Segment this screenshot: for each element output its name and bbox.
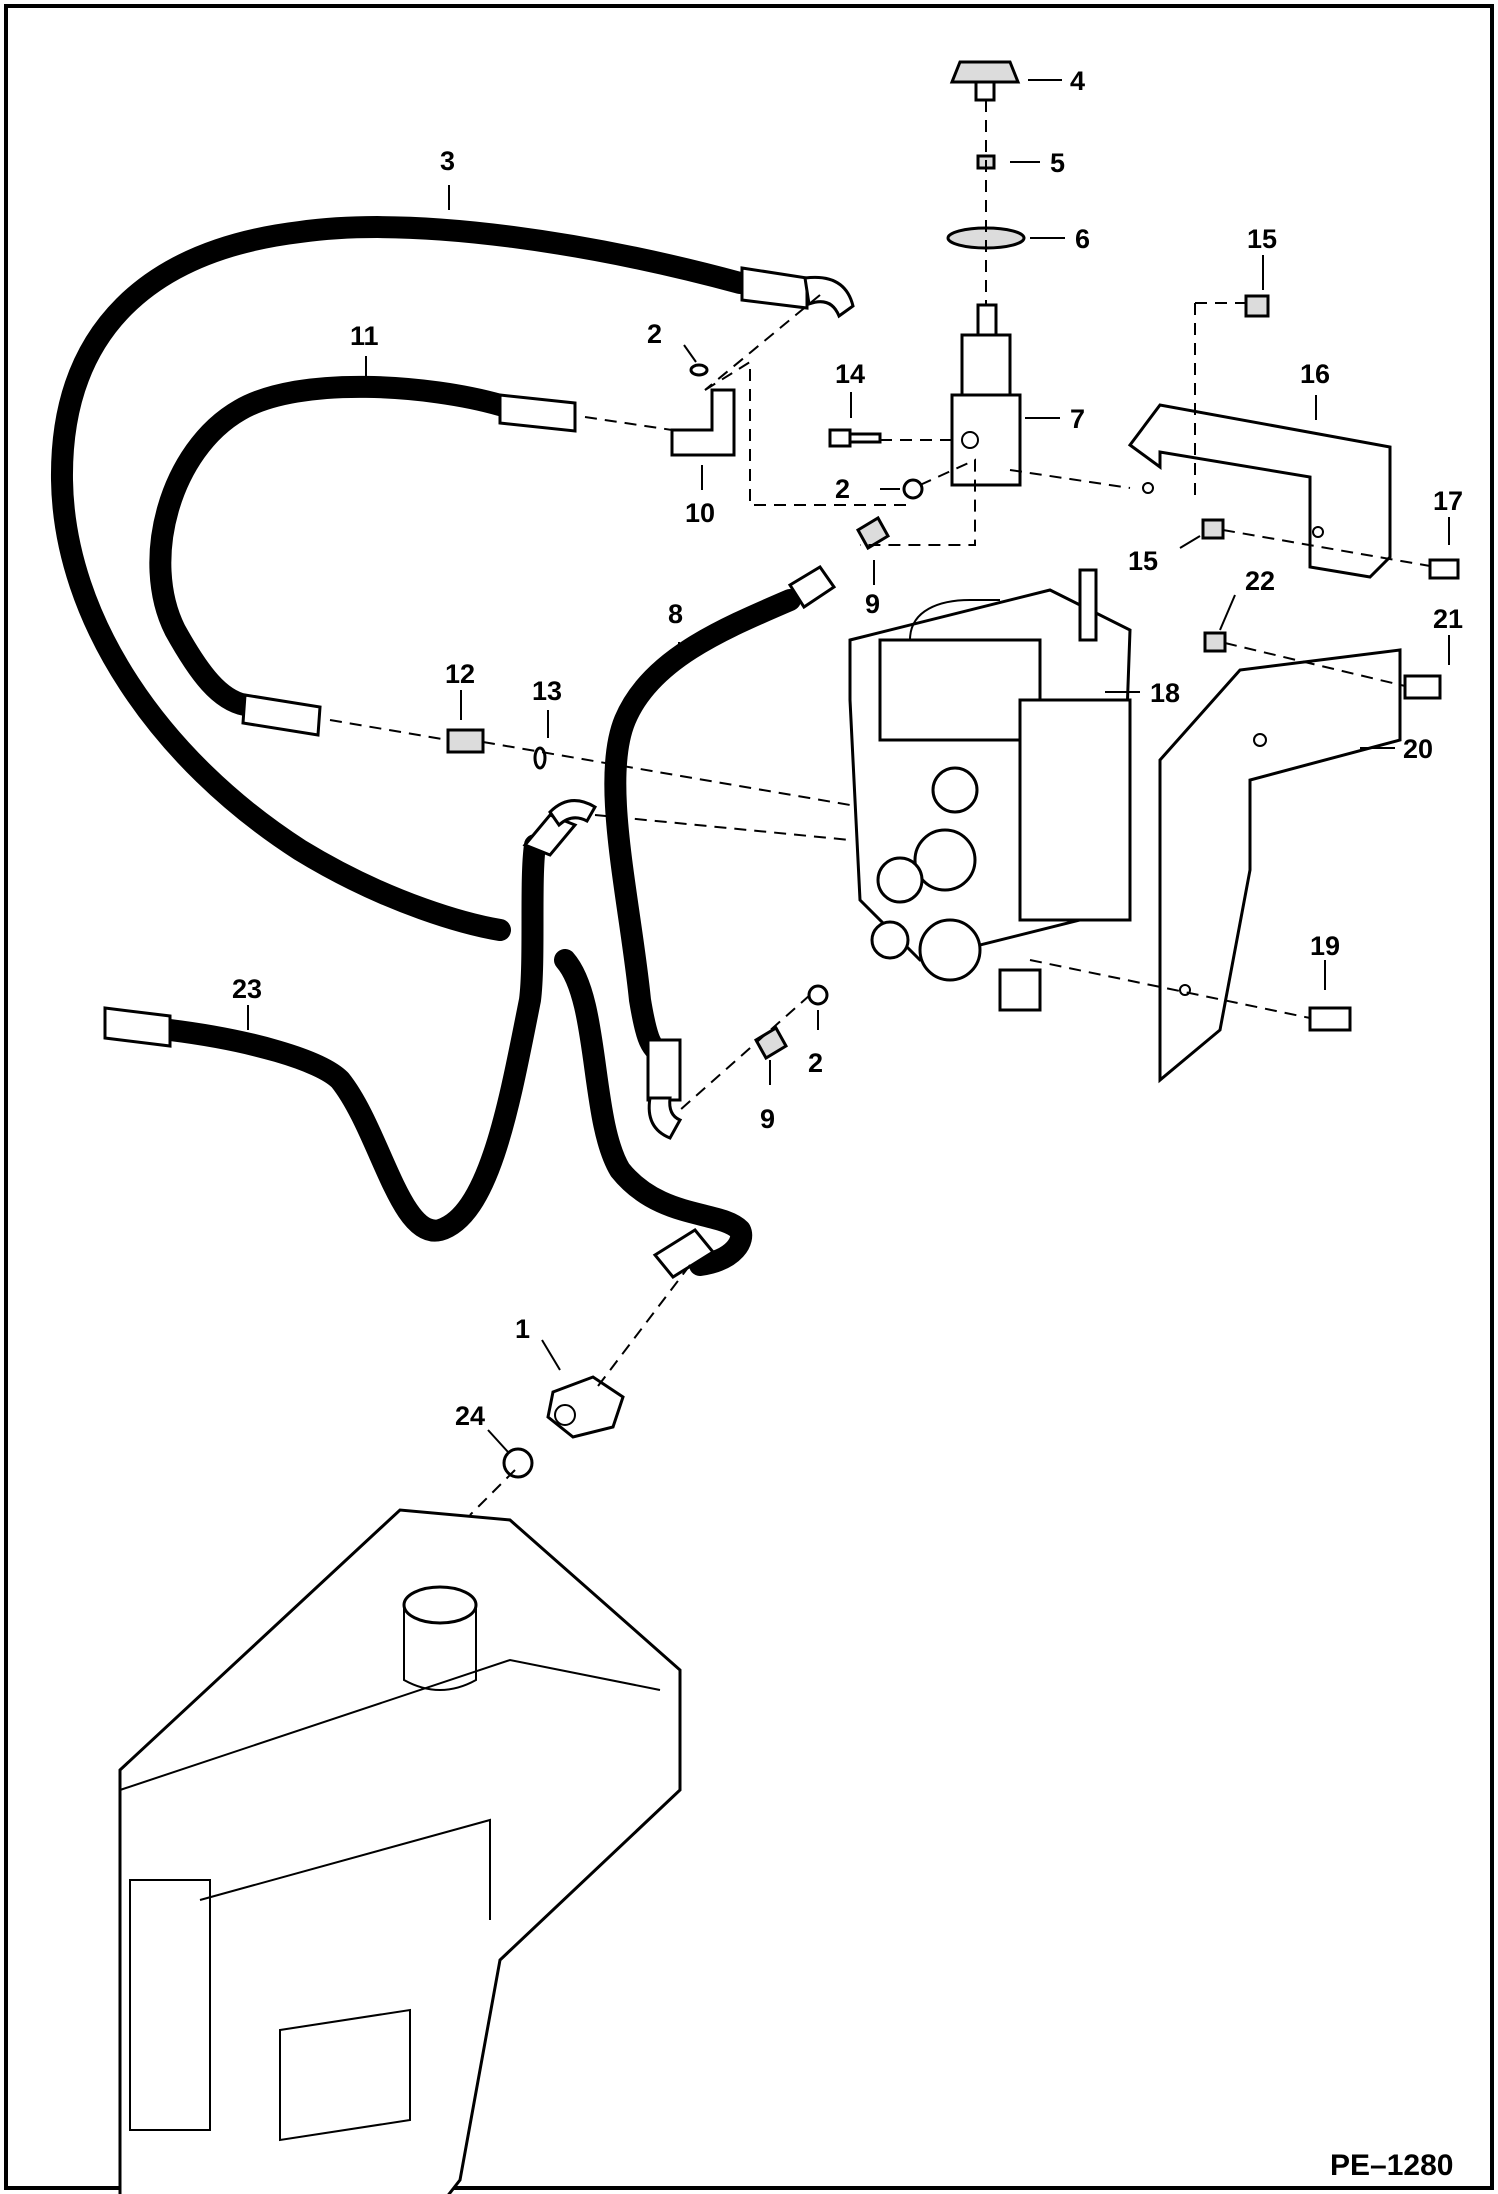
callout-18: 18 [1150,678,1180,708]
callout-2b: 2 [835,474,850,504]
hose-23-elbow [548,799,598,828]
part-18-spool-5 [931,766,979,814]
page-border [4,4,1494,2190]
callout-19: 19 [1310,931,1340,961]
part-18-top-block [878,638,1042,742]
part-22-nut [1203,631,1227,653]
callout-10: 10 [685,498,715,528]
part-18-spool-4 [870,920,910,960]
part-18-side-panel [1018,698,1132,922]
hose-11-fitting-top [498,393,577,433]
tank-top-edge [119,1658,661,1791]
part-4-cap [949,60,1021,84]
tank-step [199,1818,491,1920]
part-10-elbow [670,388,736,457]
part-2-oring-c [807,984,829,1006]
hose-8-elbow [647,1096,683,1140]
callout-1: 1 [515,1314,530,1344]
part-12-adapter [446,728,485,754]
hose-8-fitting-top [787,564,837,610]
part-7-stem [976,303,998,337]
callout-20: 20 [1403,734,1433,764]
part-16-bracket [1127,403,1392,579]
part-16-hole-1 [1142,482,1154,494]
part-2-oring-a [689,363,709,377]
callout-2a: 2 [647,319,662,349]
part-1-port [554,1404,576,1426]
hydraulic-tank [118,1508,682,2194]
hose-3 [50,216,751,941]
callout-leaders [247,79,1450,1453]
callout-7: 7 [1070,404,1085,434]
assembly-lines [329,100,1431,1516]
part-20-bracket [1158,648,1402,1084]
part-18-spool-2 [876,856,924,904]
part-19-bolt [1308,1006,1352,1032]
tank-panel [129,1879,211,2131]
hose-23-fitting-top [522,813,578,857]
part-7-port [961,431,979,449]
callout-21: 21 [1433,604,1463,634]
part-18-lever [1078,568,1098,642]
callout-11: 11 [350,321,379,351]
part-2-oring-b [902,478,924,500]
callout-14: 14 [835,359,865,389]
callout-4: 4 [1070,66,1085,96]
hose-11 [149,375,511,716]
hose-11-fitting-bottom [241,693,322,737]
hose-3-lower [554,949,753,1276]
callout-15a: 15 [1247,224,1277,254]
hose-8 [604,589,801,1071]
tank-filler-body [403,1605,477,1691]
callout-3: 3 [440,146,455,176]
part-18-top-tube [909,599,1000,641]
part-7-body-top [960,333,1012,397]
part-13-oring [533,746,547,770]
part-16-hole-2 [1312,526,1324,538]
part-18-bottom-fitting [998,968,1042,1012]
hose-23 [159,834,546,1242]
part-1-fitting [546,1375,625,1439]
callout-17: 17 [1433,486,1463,516]
hose-3-fitting [740,266,809,310]
callout-12: 12 [445,659,475,689]
part-9-adapter-b [753,1025,789,1061]
tank-window [279,2008,411,2142]
part-24-oring [502,1447,534,1479]
part-14-bolt [828,428,882,448]
part-20-hole-2 [1179,984,1191,996]
callout-13: 13 [532,676,562,706]
callout-9a: 9 [865,589,880,619]
callout-8: 8 [668,599,683,629]
part-18-spool-1 [913,828,977,892]
callout-6: 6 [1075,224,1090,254]
callout-9b: 9 [760,1104,775,1134]
callout-15b: 15 [1128,546,1158,576]
part-18-spool-3 [918,918,982,982]
part-21-bolt [1403,674,1442,700]
part-15-nut-b [1201,518,1225,540]
part-7-body [950,393,1022,487]
figure-reference: PE–1280 [1330,2149,1453,2182]
hose-3-lower-fitting [652,1228,716,1279]
hose-8-fitting-bottom [646,1038,682,1102]
callout-24: 24 [455,1401,485,1431]
part-17-bolt [1428,558,1460,580]
callout-2c: 2 [808,1048,823,1078]
part-20-hole-1 [1253,733,1267,747]
part-4-stem [974,80,996,102]
part-9-adapter-a [855,515,891,551]
part-15-nut-a [1244,294,1270,318]
callout-16: 16 [1300,359,1330,389]
callout-5: 5 [1050,148,1065,178]
callout-23: 23 [232,974,262,1004]
callout-22: 22 [1245,566,1275,596]
hose-3-elbow [803,275,855,319]
hose-23-fitting-left [103,1006,172,1048]
tank-filler-neck [402,1585,478,1625]
